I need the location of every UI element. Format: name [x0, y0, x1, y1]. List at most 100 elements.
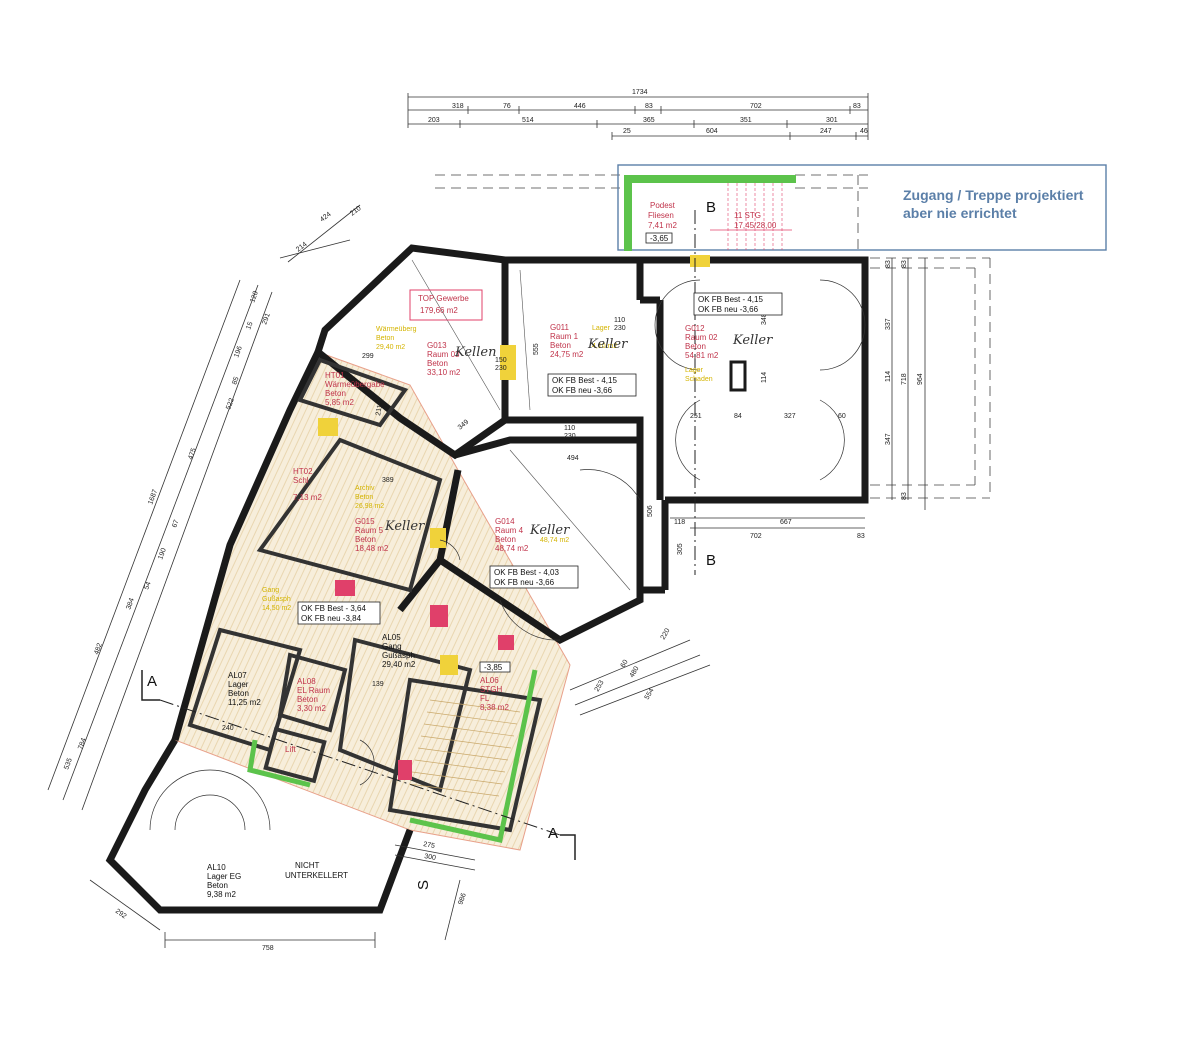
- dim-top2-2: 514: [522, 117, 534, 124]
- al05-material: Gußasph: [382, 651, 415, 660]
- dim-top2-5: 301: [826, 117, 838, 124]
- room-g014: G014 Raum 4 Beton 48,74 m2: [495, 517, 529, 553]
- room-g013: G013 Raum 03 Beton 33,10 m2: [427, 341, 461, 377]
- column-pillar: [729, 360, 747, 392]
- right-slanted-dimensions: [569, 639, 711, 716]
- dim-mid-251: 251: [690, 413, 702, 420]
- dim-top2-3: 365: [643, 117, 655, 124]
- dim-mid-349: 349: [457, 419, 471, 432]
- room-al08: AL08 EL Raum Beton 3,30 m2: [297, 677, 330, 713]
- room-al06: -3,85 AL06 STGH FL 8,38 m2: [479, 661, 511, 712]
- dim-top3-3: 247: [820, 128, 832, 135]
- level-note-2: OK FB Best - 4,15 OK FB neu -3,66: [693, 292, 783, 316]
- g015-id: G015: [355, 517, 375, 526]
- top-gewerbe-name: TOP Gewerbe: [418, 294, 469, 303]
- stair-steps: [408, 699, 521, 797]
- dim-left-outer-4: 384: [125, 597, 136, 610]
- al10-name: Lager EG: [207, 872, 241, 881]
- section-a-right: A: [548, 825, 558, 842]
- interior-dimension-labels: 110 230 494 506 667 702 118 83 305 251 8…: [222, 313, 865, 732]
- g013-material: Beton: [427, 359, 448, 368]
- right-dimension-labels: 337 718 964 347 114 83 83 83: [885, 260, 924, 500]
- bottom-dimension-labels: 758 275 300 292 986: [114, 841, 468, 952]
- dim-mid-555: 555: [533, 343, 540, 355]
- podest-label: Podest: [650, 201, 676, 210]
- g011-material: Beton: [550, 341, 571, 350]
- dim-rs-2: 480: [629, 665, 641, 679]
- dim-mid-348: 348: [761, 313, 768, 325]
- inner-walls: [187, 357, 543, 833]
- dim-mid-110a: 110: [614, 317, 625, 324]
- dim-bottom-4: 292: [114, 908, 128, 920]
- al08-name: EL Raum: [297, 686, 330, 695]
- level-note-4-line2: OK FB neu -3,84: [301, 614, 362, 623]
- dim-mid-211: 211: [375, 404, 384, 416]
- dim-left-chain-7: 291: [261, 312, 272, 325]
- dim-right-5: 114: [885, 371, 892, 382]
- podest-level: -3,65: [650, 234, 669, 243]
- dim-left-outer-6: 54: [143, 581, 152, 591]
- dim-rs-3: 60: [620, 659, 630, 669]
- al05-id: AL05: [382, 633, 401, 642]
- al07-name: Lager: [228, 680, 249, 689]
- al05-area: 29,40 m2: [382, 660, 416, 669]
- level-note-3: OK FB Best - 4,03 OK FB neu -3,66: [489, 565, 579, 589]
- level-note-3-line2: OK FB neu -3,66: [494, 578, 555, 587]
- yellow-label-14: 14,50 m2: [262, 605, 291, 612]
- al07-area: 11,25 m2: [228, 698, 261, 707]
- g014-area: 48,74 m2: [495, 544, 529, 553]
- level-note-3-line1: OK FB Best - 4,03: [494, 568, 559, 577]
- handwritten-1: Kellen: [454, 345, 496, 360]
- al06-material: FL: [480, 694, 490, 703]
- dim-top2-4: 351: [740, 117, 752, 124]
- section-a-left: A: [147, 673, 157, 690]
- dim-mid-305: 305: [677, 543, 684, 555]
- bottom-dimension-chains: [164, 517, 865, 948]
- dim-left-chain-3: 522: [225, 397, 236, 410]
- room-al05: AL05 Gang Gußasph 29,40 m2: [382, 633, 416, 669]
- dim-top2-1: 203: [428, 117, 440, 124]
- section-b-bottom: B: [706, 552, 716, 569]
- g015-name: Raum 5: [355, 526, 384, 535]
- yellow-label-13: Gußasph: [262, 596, 291, 603]
- lift-label: Lift: [285, 745, 296, 754]
- room-g011: G011 Raum 1 Beton 24,75 m2: [550, 323, 584, 359]
- dim-rs-1: 253: [594, 679, 606, 693]
- dim-left-chain-8: 120: [249, 290, 260, 303]
- handwritten-3: Keller: [732, 333, 773, 348]
- callout-line1: Zugang / Treppe projektiert: [903, 187, 1084, 203]
- ht01-material: Beton: [325, 389, 346, 398]
- yellow-label-7: Schaden: [685, 376, 713, 383]
- al08-material: Beton: [297, 695, 318, 704]
- podest-level-box: [645, 232, 673, 244]
- dim-mid-702: 702: [750, 533, 762, 540]
- al08-id: AL08: [297, 677, 316, 686]
- dim-left-3: 214: [295, 241, 309, 254]
- g014-id: G014: [495, 517, 515, 526]
- handwritten-notes: Kellen Keller Keller Keller Keller: [384, 333, 773, 538]
- top-gewerbe-area: 179,66 m2: [420, 306, 458, 315]
- ht02-name: Schl: [293, 476, 309, 485]
- room-ht02: HT02 Schl 7,13 m2: [293, 467, 322, 502]
- dim-left-chain-6: 15: [245, 321, 254, 331]
- section-s: S: [415, 880, 432, 890]
- ht01-area: 5,85 m2: [325, 398, 354, 407]
- al08-area: 3,30 m2: [297, 704, 326, 713]
- level-note-2-line1: OK FB Best - 4,15: [698, 295, 763, 304]
- yellow-labels: Wärmeüberg Beton 29,40 m2 Lager 4,10 m2 …: [262, 325, 713, 612]
- dim-top-5: 702: [750, 103, 762, 110]
- room-ht01: HT01 Wärmeübergabe Beton 5,85 m2: [325, 371, 385, 407]
- dim-left-chain-5: 196: [233, 345, 244, 358]
- dim-bottom-1: 758: [262, 945, 274, 952]
- door-label-150: 150: [495, 357, 507, 364]
- al06-name: STGH: [480, 685, 502, 694]
- dim-mid-299: 299: [362, 353, 374, 360]
- ht01-name: Wärmeübergabe: [325, 380, 385, 389]
- section-a-right-marker: [560, 834, 576, 860]
- door-highlights: [318, 255, 710, 780]
- g011-id: G011: [550, 323, 570, 332]
- dim-left-outer-7: 67: [171, 519, 180, 529]
- room-g012: G012 Raum 02 Beton 54,81 m2: [685, 324, 719, 360]
- top-gewerbe-box: [409, 289, 483, 321]
